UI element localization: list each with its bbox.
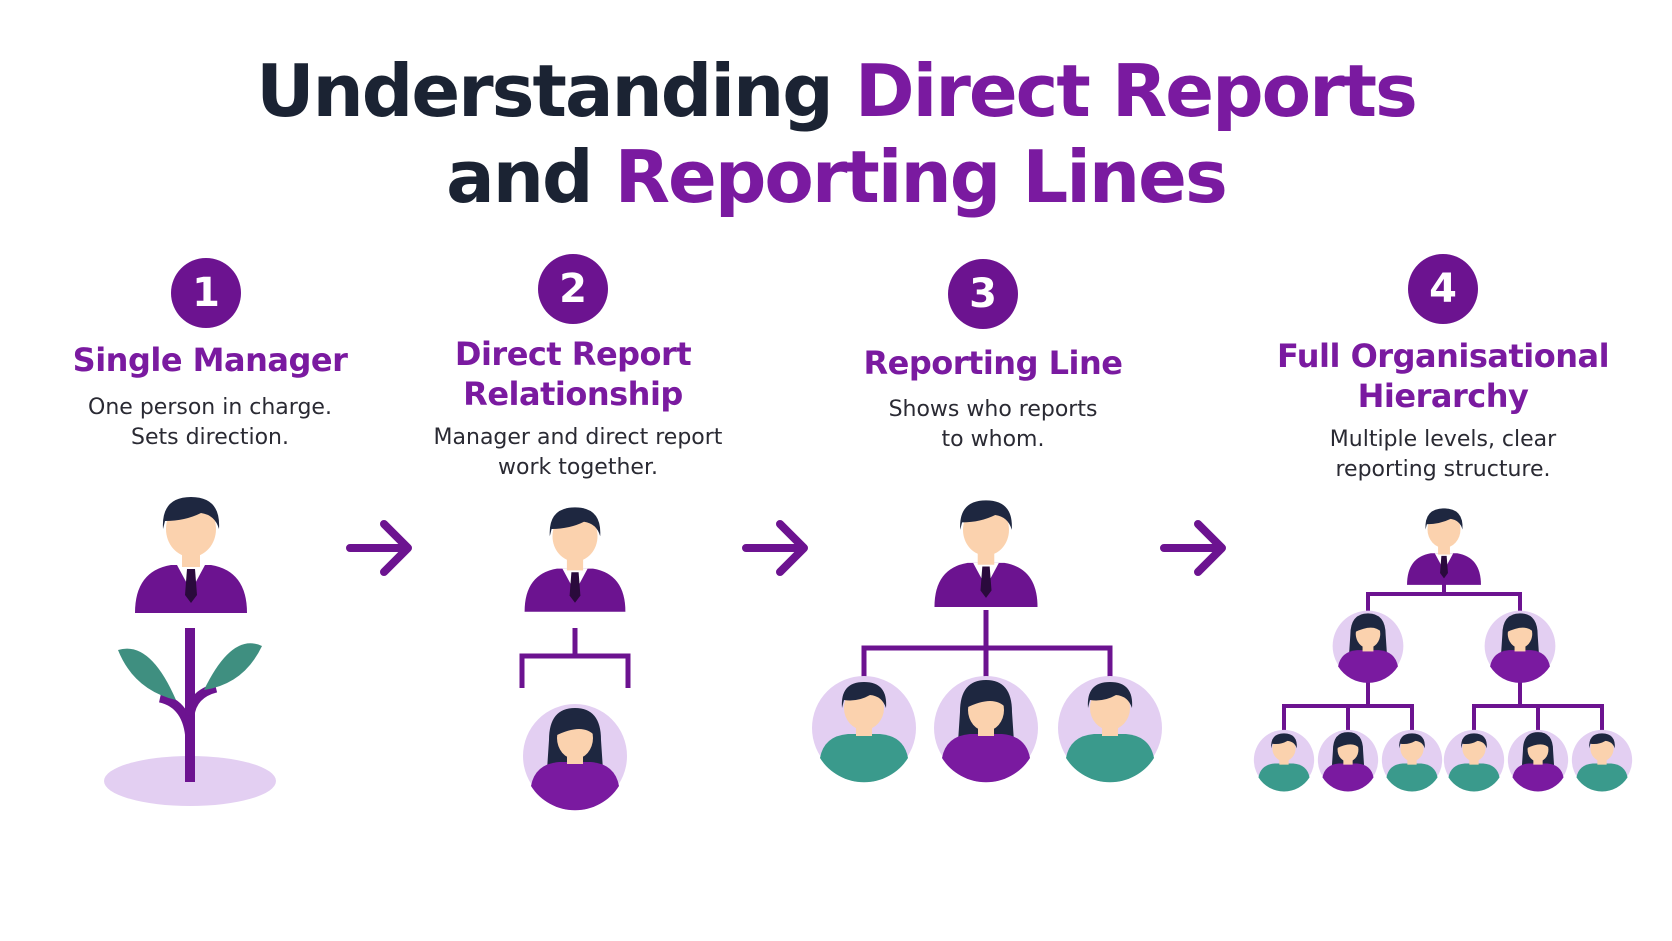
connector-lines [1282,582,1604,734]
sprout-icon [104,628,276,806]
step-3-badge: 3 [948,259,1018,329]
arrow-right-icon [346,520,412,576]
step-3-description: Shows who reports to whom. [888,397,1098,452]
employee-icon [1253,729,1315,792]
employee-icon [812,676,916,783]
step-4-title: Full Organisational Hierarchy [1276,337,1610,415]
connector-lines [519,628,631,688]
step-1-badge: 1 [171,258,241,328]
manager-icon [135,497,247,613]
employee-icon [1381,729,1443,792]
step-2-description: Manager and direct report work together. [433,425,723,480]
employee-icon [523,704,627,811]
manager-icon [934,500,1038,608]
arrow-right-icon [1160,520,1226,576]
employee-icon [1332,610,1404,683]
step-4-badge: 4 [1408,254,1478,324]
employee-icon [1443,729,1505,792]
step-3-title: Reporting Line [863,344,1123,382]
connector-lines [861,610,1113,678]
employee-icon [1058,676,1162,783]
employee-icon [1507,729,1569,792]
step-2-badge: 2 [538,254,608,324]
employee-icon [1571,729,1633,792]
step-2-title: Direct Report Relationship [454,335,692,413]
employee-icon [934,676,1038,783]
step-4-description: Multiple levels, clear reporting structu… [1329,427,1557,482]
step-1-description: One person in charge. Sets direction. [88,395,332,450]
employee-icon [1317,729,1379,792]
step-1-title: Single Manager [72,341,348,379]
title-line-1: Understanding Direct Reports [256,49,1418,133]
page-title: Understanding Direct Reports and Reporti… [0,48,1672,220]
arrow-right-icon [742,520,808,576]
manager-icon [524,507,626,612]
title-line-2: and Reporting Lines [446,135,1228,219]
employee-icon [1484,610,1556,683]
manager-icon [1407,508,1481,585]
